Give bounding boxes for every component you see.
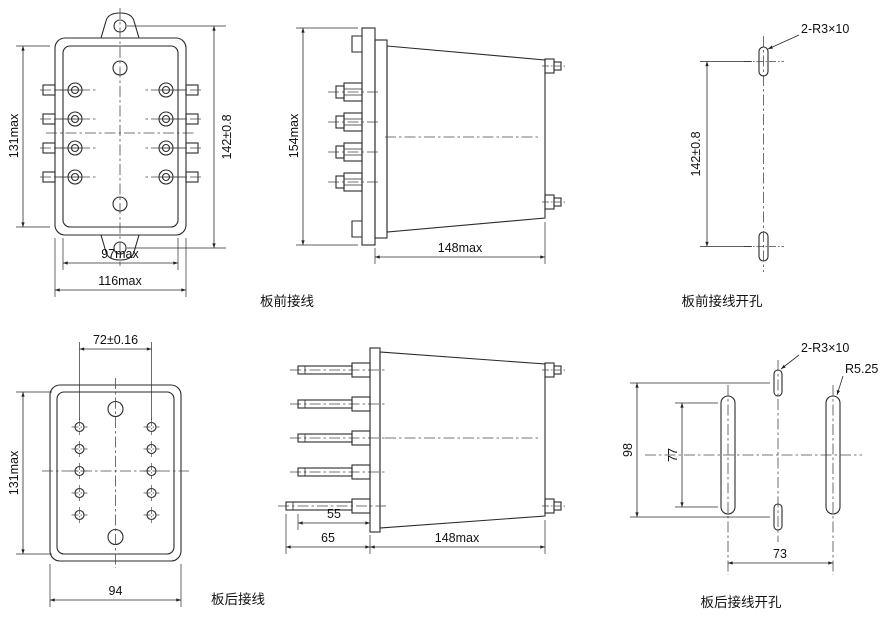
dimension-slot-column-spacing: 73	[728, 547, 833, 565]
label-r5-25: R5.25	[845, 362, 878, 376]
wiring-pin	[289, 362, 387, 378]
dimension-front-inner-width: 97max	[62, 238, 179, 270]
terminal-screw	[39, 140, 98, 156]
pin-hole	[142, 484, 161, 502]
case-body	[386, 45, 546, 233]
slot-radius-callout: R5.25	[836, 362, 878, 396]
terminal-screw	[143, 169, 202, 185]
pin-hole	[70, 506, 89, 524]
view-front-face: 131max 142±0.8 97max 116max	[7, 8, 234, 297]
caption-rear-cutout: 板后接线开孔	[701, 594, 782, 610]
view-rear-wiring-side: 55 65 148max	[277, 347, 566, 554]
view-front-wiring-side: 154max 148max 板前接线	[260, 27, 566, 309]
dimension-front-outer-width: 116max	[54, 238, 187, 297]
case-outline-outer	[54, 37, 187, 236]
dimension-front-mount-holes: 142±0.8	[127, 25, 234, 249]
wiring-pin	[289, 464, 387, 480]
pin-hole	[142, 418, 161, 436]
dim-label-94: 94	[109, 584, 123, 598]
slot-size-callout-rear: 2-R3×10	[780, 341, 849, 370]
rear-stud	[541, 194, 566, 210]
terminal-screw	[143, 140, 202, 156]
dim-label-142: 142±0.8	[220, 114, 234, 159]
rear-stud	[541, 498, 566, 514]
dimension-rear-depth: 148max	[370, 520, 546, 554]
view-rear-wiring-cutout: 98 77 73 2-R3×10 R5.25 板后接线开孔	[621, 341, 878, 610]
dimension-long-slot-centers: 77	[666, 402, 718, 508]
dim-label-98: 98	[621, 443, 635, 457]
dim-label-142-cutout: 142±0.8	[689, 131, 703, 176]
mounting-flange	[361, 27, 376, 246]
dimension-pin-column-spacing: 72±0.16	[79, 333, 152, 420]
pin-hole	[70, 462, 89, 480]
dim-label-148max-rear: 148max	[435, 531, 480, 545]
rear-case-body	[379, 351, 546, 529]
caption-rear-wiring: 板后接线	[211, 591, 265, 607]
wiring-pin	[289, 396, 387, 412]
pin-hole	[142, 440, 161, 458]
top-clamp-hook	[351, 35, 362, 53]
dim-label-65: 65	[321, 531, 335, 545]
dimension-cutout-hole-spacing: 142±0.8	[689, 61, 752, 247]
front-terminal	[327, 172, 381, 192]
case-front-face	[374, 39, 388, 239]
pin-hole	[70, 484, 89, 502]
label-2-r3x10-rear: 2-R3×10	[801, 341, 849, 355]
bottom-clamp-hook	[351, 220, 362, 238]
rear-stud	[541, 362, 566, 378]
dim-label-131max: 131max	[7, 113, 21, 158]
front-terminal	[327, 142, 381, 162]
rear-stud	[541, 58, 566, 74]
dimension-rear-body-height: 131max	[7, 391, 52, 555]
dimension-pin-length-short: 55	[297, 507, 371, 554]
view-rear-face: 72±0.16 131max 94 板后接线	[7, 333, 265, 607]
dim-label-148max: 148max	[438, 241, 483, 255]
dimension-pin-length-long: 65	[285, 514, 370, 554]
dim-label-97max: 97max	[101, 247, 139, 261]
dimension-side-depth: 148max	[374, 222, 546, 264]
dim-label-77: 77	[666, 448, 680, 462]
dimension-side-height: 154max	[287, 27, 358, 246]
terminal-screw	[143, 82, 202, 98]
terminal-screw	[39, 82, 98, 98]
pin-hole	[70, 418, 89, 436]
dimension-small-slot-span: 98	[621, 382, 770, 518]
view-front-wiring-cutout: 142±0.8 2-R3×10 板前接线开孔	[682, 22, 850, 309]
caption-front-cutout: 板前接线开孔	[682, 293, 763, 309]
slot-size-callout: 2-R3×10	[767, 22, 849, 50]
front-terminal	[327, 112, 381, 132]
label-2-r3x10: 2-R3×10	[801, 22, 849, 36]
dim-label-131max-rear: 131max	[7, 450, 21, 495]
pin-hole	[70, 440, 89, 458]
front-terminal	[327, 82, 381, 102]
dim-label-73: 73	[773, 547, 787, 561]
dim-label-154max: 154max	[287, 113, 301, 158]
rear-case-front-face	[369, 347, 381, 533]
dim-label-55: 55	[327, 507, 341, 521]
pin-hole	[142, 462, 161, 480]
pin-hole	[142, 506, 161, 524]
dimension-rear-outer-width: 94	[49, 564, 182, 607]
bottom-mounting-lug	[100, 234, 140, 261]
wiring-pin	[289, 430, 387, 446]
terminal-screw	[39, 111, 98, 127]
caption-front-wiring: 板前接线	[260, 293, 314, 309]
terminal-screw	[143, 111, 202, 127]
case-outline-inner	[62, 45, 179, 228]
terminal-screw	[39, 169, 98, 185]
dim-label-116max: 116max	[98, 274, 142, 288]
dimension-front-body-height: 131max	[7, 45, 50, 228]
dim-label-72: 72±0.16	[93, 333, 138, 347]
